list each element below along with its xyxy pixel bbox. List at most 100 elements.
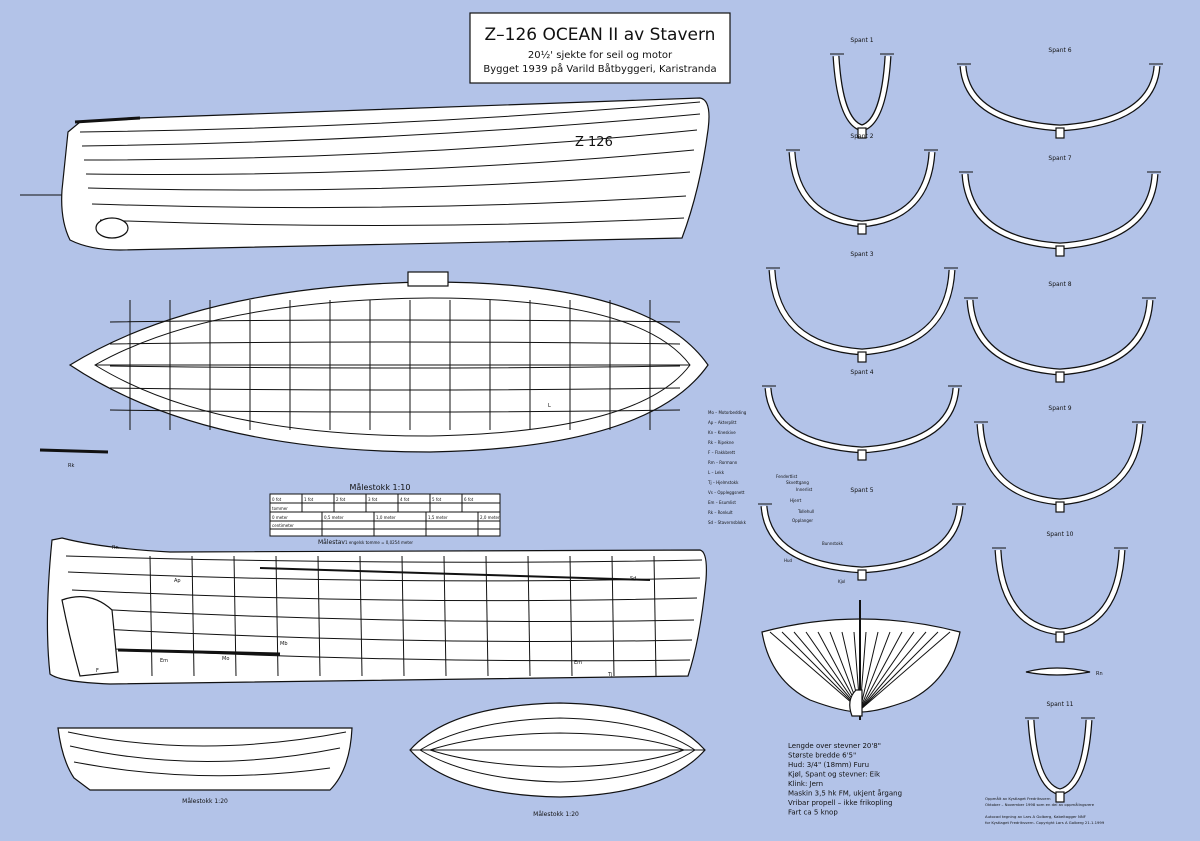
plan-engine-box [407, 271, 449, 287]
frame-outline [976, 423, 1144, 506]
keel-block [1055, 501, 1065, 513]
scale-note-detail: 1 engelsk tomme = 0,0254 meter [345, 540, 413, 545]
spec-line: Kjøl, Spant og stevner: Eik [788, 771, 881, 779]
frame5-part-label: Skvettgang [786, 480, 809, 485]
frame-10: Spant 10 [992, 531, 1128, 643]
label-bs: Rn [1096, 671, 1103, 677]
scale-feet-label: 1 fot [304, 497, 314, 502]
keel-block [1055, 791, 1065, 803]
frame-outline [994, 549, 1126, 636]
inboard-rib [317, 555, 321, 677]
inboard-rib [485, 555, 489, 677]
frame-label: Spant 1 [850, 37, 873, 44]
frame-outline [760, 505, 964, 574]
label-em: Em [160, 658, 168, 664]
inboard-rib [359, 555, 363, 677]
inboard-rib [233, 555, 237, 677]
keel-block [1055, 371, 1065, 383]
spec-line: Lengde over stevner 20'8" [788, 742, 881, 750]
title-block: Z–126 OCEAN II av Stavern 20½' sjekte fo… [469, 12, 731, 84]
frame-label: Spant 3 [850, 251, 873, 258]
frame-outline [961, 173, 1159, 250]
label-l: L [548, 403, 551, 409]
lines-side-outline [57, 727, 353, 791]
legend-item: Tj – Hjelmstokk [707, 480, 739, 485]
label-tj: Tj [607, 672, 612, 678]
stern-line [859, 631, 939, 711]
spec-line: Største bredde 6'5" [788, 752, 856, 760]
legend-item: Em – Esumlist [708, 500, 736, 505]
spec-line: Maskin 3,5 hk FM, ukjent årgang [788, 789, 902, 798]
legend-item: Rm – Rormann [708, 460, 738, 465]
inboard-rib [443, 555, 447, 677]
plan-hull-outline [68, 281, 709, 453]
scale-meter-label: 2,0 meter [480, 515, 500, 520]
legend-item: Mo – Motorbedding [708, 410, 747, 415]
scale-feet-label: 3 fot [368, 497, 378, 502]
spec-line: Fart ca 5 knop [788, 809, 838, 817]
rudder-blade [849, 689, 863, 717]
lines-plan: Målestokk 1:20 [409, 702, 706, 818]
deadwood [61, 596, 119, 677]
scale-feet-label: 0 fot [272, 497, 282, 502]
frame-label: Spant 9 [1048, 405, 1071, 412]
inboard-rib [275, 555, 279, 677]
stern-line [793, 631, 861, 711]
inboard-hull-outline [46, 537, 707, 685]
label-rn: Rn [112, 545, 119, 551]
scale-label-mid: Målestokk 1:20 [533, 811, 579, 818]
legend-item: Rk – Ripekne [708, 440, 734, 445]
strake-7 [99, 217, 685, 227]
keel-block [1055, 631, 1065, 643]
scale-row-cm: centimeter [272, 523, 294, 528]
frame-label: Spant 8 [1048, 281, 1071, 288]
spec-line: Hud: 3/4" (18mm) Furu [788, 761, 869, 769]
strake-3 [83, 129, 698, 161]
scale-feet-label: 2 fot [336, 497, 346, 502]
frame-1: Spant 1 [830, 37, 894, 139]
frame-8: Spant 8 [964, 281, 1156, 383]
frame-outline [788, 151, 936, 228]
stern-line [859, 631, 927, 711]
loose-tiller [39, 448, 109, 454]
frame-6: Spant 6 [957, 47, 1163, 139]
stern-line [769, 631, 861, 711]
scale-meter-label: 0,5 meter [324, 515, 344, 520]
scale-meter-label: 1,0 meter [376, 515, 396, 520]
frame5-part-label: Bunnstokk [822, 541, 844, 546]
inboard-rib [569, 555, 573, 677]
inboard-rib [191, 555, 195, 677]
plan-view: Rk L [39, 271, 709, 469]
keel-block [857, 351, 867, 363]
legend-item: Sd – Stavernsblokk [708, 520, 747, 525]
frame-3: Spant 3 [766, 251, 958, 363]
title-line3: Bygget 1939 på Varild Båtbyggeri, Karist… [483, 62, 716, 75]
frame-5: Spant 5 [758, 487, 966, 581]
frame5-part-label: Tollehull [797, 509, 814, 514]
frame-outline [959, 65, 1161, 132]
frame-outline [1027, 719, 1093, 796]
hull-mark: Z 126 [575, 135, 613, 150]
keel-block [1055, 127, 1065, 139]
inboard-rib [149, 555, 153, 677]
frame-11: Spant 11 [1025, 701, 1095, 803]
keel-block [857, 223, 867, 235]
frame-7: Spant 7 [959, 155, 1161, 257]
keel-block [857, 449, 867, 461]
scale-bar-title: Målestokk 1:10 [350, 482, 411, 492]
strake-5 [87, 171, 691, 191]
stern-view [761, 600, 961, 720]
frame-label: Spant 5 [850, 487, 873, 494]
frame5-part-label: Fendertlist [776, 474, 798, 479]
credit-line: Oppmålt av Kystlaget Fredriksvern [985, 796, 1051, 801]
frame-4: Spant 4 [762, 369, 962, 461]
title-main: Z–126 OCEAN II av Stavern [485, 25, 716, 45]
frame-outline [764, 387, 960, 454]
stern-line [781, 631, 861, 711]
scale-feet-label: 5 fot [432, 497, 442, 502]
